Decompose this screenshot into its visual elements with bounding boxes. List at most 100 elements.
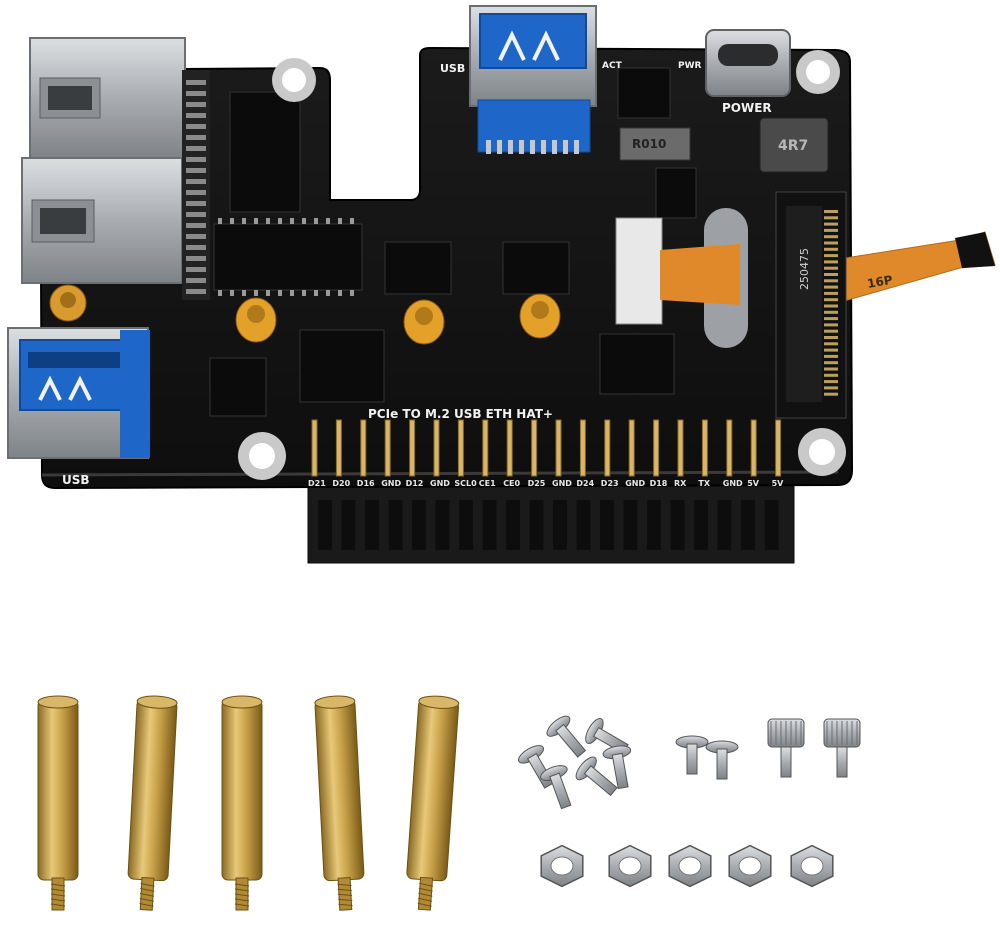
gpio-pin <box>726 419 733 477</box>
pin-label: GND <box>625 479 645 488</box>
m2-pin <box>824 367 838 371</box>
chip-pin <box>254 290 258 296</box>
pin-label: CE0 <box>503 479 520 488</box>
header-slot <box>553 500 567 550</box>
label-pwr: PWR <box>678 61 702 71</box>
brass-standoff <box>127 695 178 911</box>
header-slot <box>670 500 685 550</box>
m2-pin <box>824 247 838 251</box>
pin-label: D12 <box>406 479 424 488</box>
pin-label: 5V <box>772 479 785 488</box>
pin-label: RX <box>674 479 687 488</box>
pin-label: GND <box>430 479 450 488</box>
header-slot <box>529 500 544 550</box>
tooth <box>186 124 206 129</box>
gpio-pin <box>628 419 635 477</box>
screw <box>575 756 618 797</box>
chip-pin <box>230 218 234 224</box>
tooth <box>186 256 206 261</box>
pin-label: D25 <box>528 479 546 488</box>
usb-port-top <box>469 5 597 154</box>
gpio-pins <box>311 419 782 477</box>
brass-standoff <box>221 695 263 911</box>
hex-nut <box>668 844 712 888</box>
gpio-pin <box>775 419 782 477</box>
tooth <box>186 212 206 217</box>
pin-label: D20 <box>332 479 350 488</box>
usb-pin <box>563 140 568 154</box>
header-slot <box>694 500 708 550</box>
header-slot <box>623 500 638 550</box>
m2-pin <box>824 336 838 339</box>
label-act: ACT <box>602 61 623 71</box>
chip-pin <box>278 218 282 224</box>
header-slot <box>435 500 450 550</box>
tooth <box>186 135 206 140</box>
tooth <box>186 157 206 162</box>
gpio-pin <box>457 419 464 477</box>
header-slot <box>318 500 332 550</box>
hex-nut <box>728 844 772 888</box>
m2-pin <box>824 380 838 384</box>
gpio-pin <box>750 419 757 477</box>
m2-pin <box>824 298 838 302</box>
m2-pin <box>824 222 838 226</box>
m2-pin <box>824 273 838 276</box>
flat-screw <box>705 740 739 780</box>
thumb-screw <box>823 718 861 778</box>
flat-screw <box>675 735 709 775</box>
header-slot <box>576 500 591 550</box>
rj45-jack-bottom <box>21 157 183 284</box>
brass-standoff <box>37 695 79 911</box>
header-slot <box>506 500 520 550</box>
tooth <box>186 245 206 250</box>
label-usb-top: USB <box>440 62 465 75</box>
m2-pin <box>824 310 838 314</box>
loose-nuts <box>540 844 834 888</box>
m2-pin <box>824 228 838 232</box>
m2-pin <box>824 254 838 258</box>
header-slot <box>365 500 379 550</box>
board-standoffs <box>49 284 561 345</box>
header-slot <box>412 500 426 550</box>
chip-pin <box>242 218 246 224</box>
tooth <box>186 201 206 206</box>
gpio-pin <box>482 419 489 477</box>
screw <box>546 715 587 758</box>
gpio-header <box>307 484 795 564</box>
m2-pin <box>824 354 838 358</box>
m2-pin <box>824 348 838 352</box>
m2-pin <box>824 329 838 333</box>
tooth <box>186 146 206 151</box>
pin-label: D16 <box>357 479 375 488</box>
gpio-pin <box>433 419 440 477</box>
usb-pin <box>497 140 502 154</box>
label-inductor: 4R7 <box>778 138 808 154</box>
screw <box>540 765 572 810</box>
chip-pin <box>314 290 318 296</box>
chip-pin <box>230 290 234 296</box>
m2-pin <box>824 266 838 270</box>
header-slot <box>764 500 779 550</box>
rj45-jack-top <box>29 37 186 159</box>
gpio-pin <box>604 419 611 477</box>
tooth <box>186 102 206 107</box>
m2-pin <box>824 392 838 396</box>
tooth <box>186 190 206 195</box>
chip-pin <box>290 290 294 296</box>
usb-pin <box>519 140 524 154</box>
header-slot <box>741 500 755 550</box>
chip-pin <box>338 218 342 224</box>
brass-standoff <box>314 695 365 911</box>
m2-slot <box>775 191 847 419</box>
m2-pin <box>824 323 838 327</box>
label-power: POWER <box>722 101 772 115</box>
m2-pin <box>824 304 838 308</box>
ic-chips <box>209 67 697 417</box>
pin-label: D24 <box>576 479 594 488</box>
usb-pin <box>530 140 535 154</box>
label-usb-left: USB <box>62 473 90 487</box>
header-slot <box>647 500 661 550</box>
chip-pin <box>266 290 270 296</box>
gpio-pin <box>579 419 586 477</box>
